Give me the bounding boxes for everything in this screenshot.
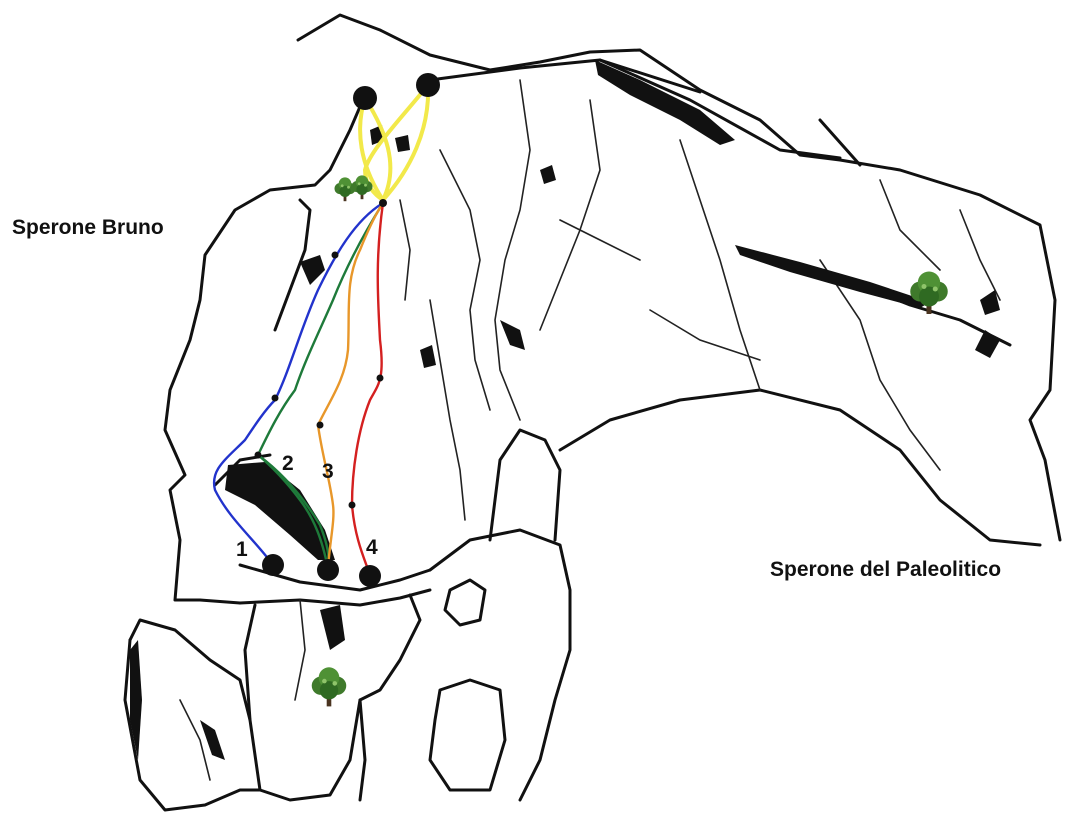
route-number-1: 1 (236, 538, 248, 562)
route-number-4: 4 (366, 536, 378, 560)
right-spur-label: Sperone del Paleolitico (770, 558, 1001, 582)
route-number-2: 2 (282, 452, 294, 476)
left-spur-label: Sperone Bruno (12, 216, 164, 240)
route-3-line (318, 203, 383, 568)
belay-dots (255, 199, 388, 509)
route-number-3: 3 (322, 460, 334, 484)
